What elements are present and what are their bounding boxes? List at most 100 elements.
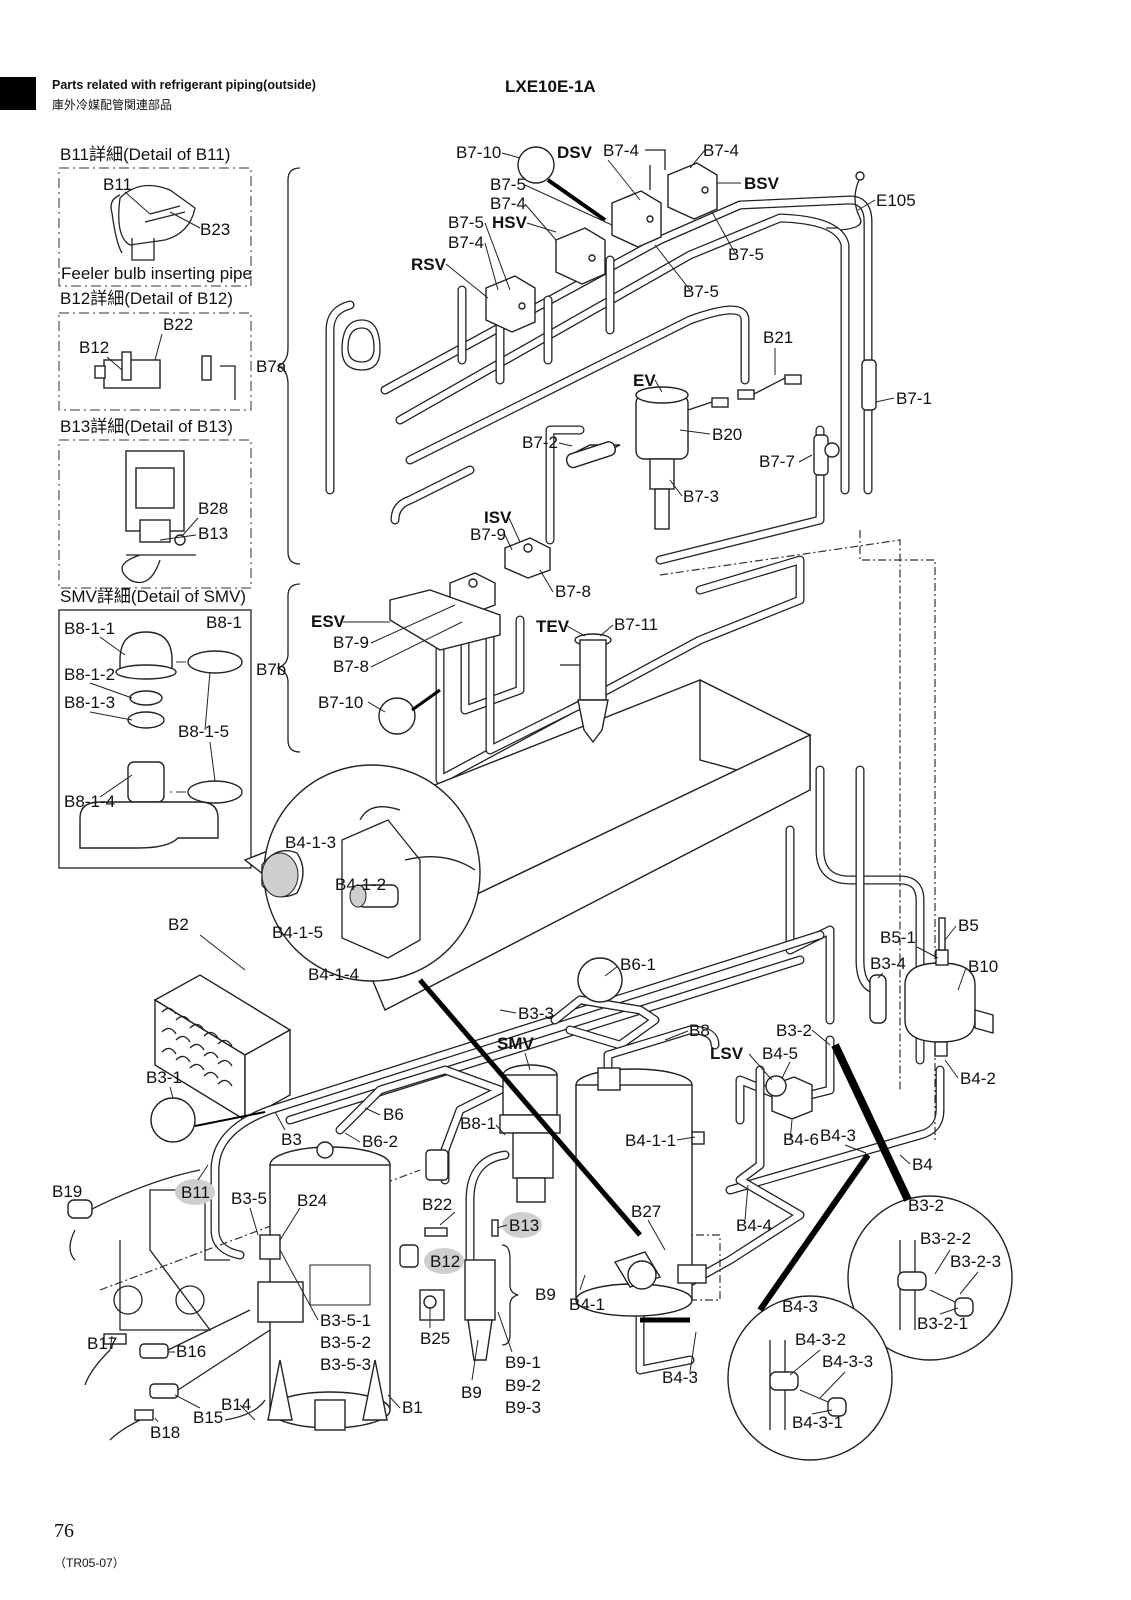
label-b7-5-c: B7-5	[728, 245, 764, 264]
label-b27: B27	[631, 1202, 661, 1221]
capillary-coil	[341, 319, 381, 371]
label-b4-1-3: B4-1-3	[285, 833, 336, 852]
label-b12: B12	[430, 1252, 460, 1271]
label-b13-detail: B13	[198, 524, 228, 543]
valve-hsv: HSV	[492, 213, 528, 232]
dsv-coil	[611, 190, 662, 248]
label-b4-4: B4-4	[736, 1216, 772, 1235]
label-b4-3-circle: B4-3	[782, 1297, 818, 1316]
label-b3: B3	[281, 1130, 302, 1149]
detail-smv: SMV詳細(Detail of SMV) B8-1-1 B8-1 B8-1-2 …	[58, 587, 252, 869]
label-b9-2: B9-2	[505, 1376, 541, 1395]
label-b11: B11	[181, 1183, 210, 1202]
coil-bends	[161, 1007, 233, 1087]
valve-lsv: LSV	[710, 1044, 744, 1063]
label-b3-2-3: B3-2-3	[950, 1252, 1001, 1271]
label-b4-1-2: B4-1-2	[335, 875, 386, 894]
label-b4-1-1: B4-1-1	[625, 1131, 676, 1150]
label-b4-3-2: B4-3-2	[795, 1330, 846, 1349]
inset-b6-1	[577, 957, 623, 1003]
label-b9-3: B9-3	[505, 1398, 541, 1417]
label-b8-1: B8-1	[460, 1114, 496, 1133]
label-b20: B20	[712, 425, 742, 444]
label-b23: B23	[200, 220, 230, 239]
label-b3-2: B3-2	[776, 1021, 812, 1040]
label-b28: B28	[198, 499, 228, 518]
label-b8: B8	[689, 1021, 710, 1040]
lsv-valve	[765, 1075, 813, 1120]
section-title: Parts related with refrigerant piping(ou…	[52, 78, 316, 92]
label-b8-1-5: B8-1-5	[178, 722, 229, 741]
inset-b3-1	[150, 1097, 196, 1143]
detail-b13-frame	[58, 439, 252, 589]
liquid-receiver-b4-1	[575, 1067, 707, 1317]
sensor-cables	[67, 1169, 271, 1441]
b10-filter	[904, 917, 994, 1057]
label-b3-5-2: B3-5-2	[320, 1333, 371, 1352]
label-b25: B25	[420, 1329, 450, 1348]
label-b4-3-b: B4-3	[662, 1368, 698, 1387]
section-subtitle: 庫外冷媒配管関連部品	[52, 98, 173, 112]
label-b4-6: B4-6	[783, 1130, 819, 1149]
label-b9: B9	[461, 1383, 482, 1402]
b3-4-receiver	[869, 974, 887, 1024]
label-b4-2: B4-2	[960, 1069, 996, 1088]
detail-b12-frame	[58, 312, 252, 411]
callout-line-b4-1	[418, 978, 642, 1237]
section-tab-marker	[0, 77, 36, 110]
rsv-coil	[485, 275, 536, 333]
brace-b7b: B7b	[256, 583, 301, 753]
label-b7-9-a: B7-9	[470, 525, 506, 544]
label-b7-5-d: B7-5	[683, 282, 719, 301]
label-b21: B21	[763, 328, 793, 347]
label-b3-5-1: B3-5-1	[320, 1311, 371, 1330]
valve-dsv: DSV	[557, 143, 593, 162]
label-b7-2: B7-2	[522, 433, 558, 452]
label-b3-5-3: B3-5-3	[320, 1355, 371, 1374]
label-b12-detail: B12	[79, 338, 109, 357]
label-b18: B18	[150, 1423, 180, 1442]
label-b15: B15	[193, 1408, 223, 1427]
inset-b7-10-top	[517, 146, 555, 184]
label-b3-2-2: B3-2-2	[920, 1229, 971, 1248]
brace-b7a: B7a	[256, 167, 301, 565]
detail-b11-caption: Feeler bulb inserting pipe	[61, 264, 252, 283]
label-b7-5-a: B7-5	[490, 175, 526, 194]
label-b7-10-top: B7-10	[456, 143, 501, 162]
label-b7-9-b: B7-9	[333, 633, 369, 652]
label-b7-7: B7-7	[759, 452, 795, 471]
label-b17: B17	[87, 1334, 117, 1353]
zoom-circle-b4-3	[727, 1295, 893, 1461]
detail-b12: B12詳細(Detail of B12) B22 B12	[58, 289, 252, 411]
label-e105: E105	[876, 191, 916, 210]
smv-o-ring-lower	[187, 780, 243, 804]
valve-tev: TEV	[536, 617, 570, 636]
b12-bracket-drawing	[103, 359, 161, 389]
label-b7-8-a: B7-8	[555, 582, 591, 601]
page-number: 76	[54, 1520, 74, 1542]
compressor-b1	[257, 1141, 419, 1431]
label-b7-4-b: B7-4	[703, 141, 739, 160]
leader-lines	[109, 149, 979, 1423]
smv-assembly	[419, 1064, 561, 1361]
label-b8-1-4: B8-1-4	[64, 792, 115, 811]
label-b7-8-b: B7-8	[333, 657, 369, 676]
valve-smv: SMV	[497, 1034, 535, 1053]
inset-b7-10-lower	[378, 697, 416, 735]
highlight-b11	[175, 1179, 215, 1205]
isv-esv-valves	[389, 537, 551, 651]
part-labels: B7-10 DSV B7-4 B7-4 BSV B7-5 B7-4 E105 B…	[52, 141, 1001, 1442]
label-b10: B10	[968, 957, 998, 976]
label-b7b: B7b	[256, 660, 286, 679]
e105-sensor-wire	[826, 177, 862, 231]
label-b16: B16	[176, 1342, 206, 1361]
label-b4-3-a: B4-3	[820, 1126, 856, 1145]
detail-b13-title: B13詳細(Detail of B13)	[60, 417, 233, 436]
label-b7-4-a: B7-4	[603, 141, 639, 160]
label-b22-detail: B22	[163, 315, 193, 334]
smv-o-ring-upper	[187, 650, 243, 674]
valve-rsv: RSV	[411, 255, 447, 274]
label-b6: B6	[383, 1105, 404, 1124]
detail-b13: B13詳細(Detail of B13) B28 B13	[58, 417, 252, 589]
